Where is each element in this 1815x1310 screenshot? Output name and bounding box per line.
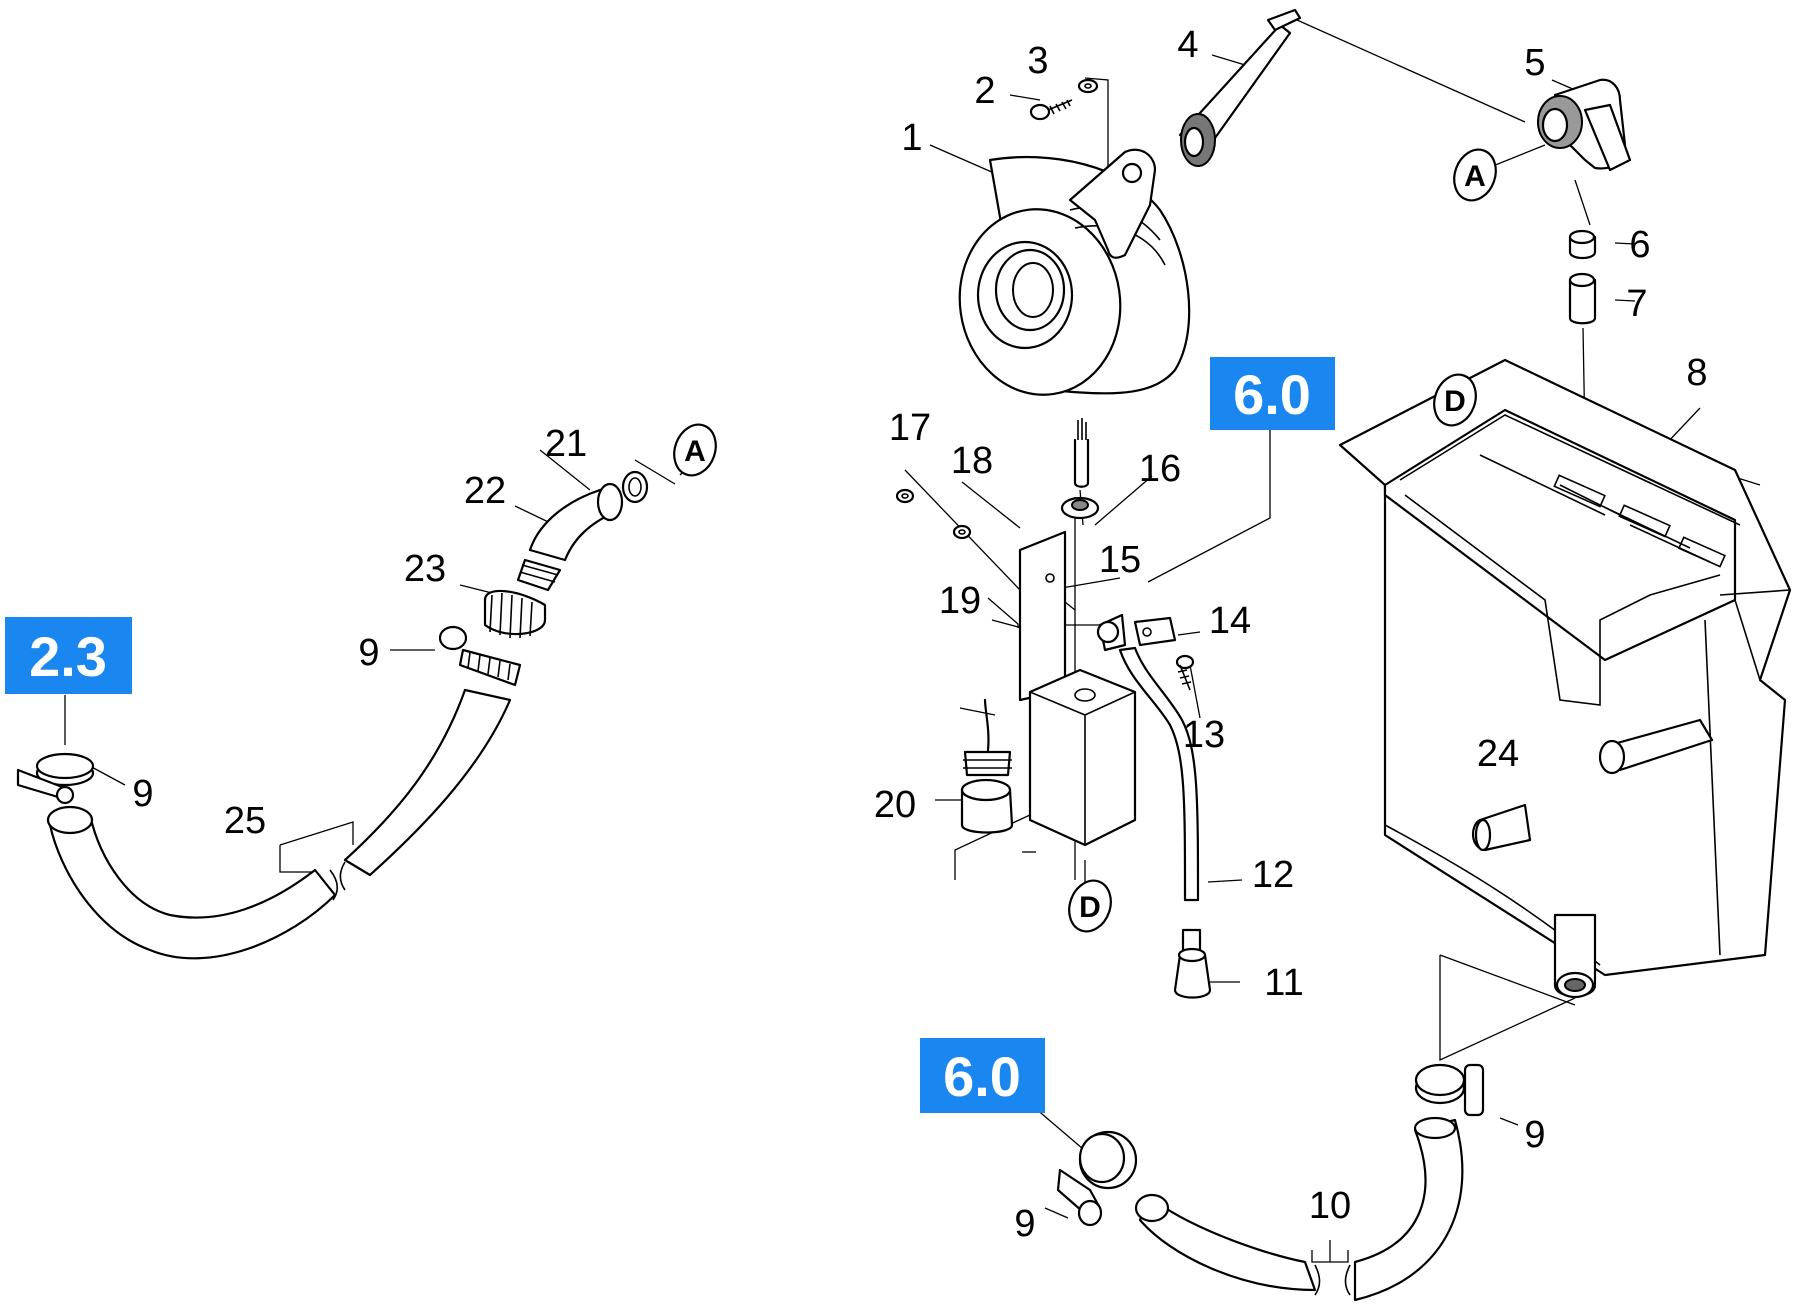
- clamp-part-9-mid: [438, 625, 522, 687]
- lever-part-4: [1178, 8, 1302, 167]
- callout-3: 3: [1027, 40, 1048, 82]
- callout-17: 17: [889, 407, 931, 449]
- clamp-part-9-left-hose: [16, 752, 95, 805]
- callout-4: 4: [1177, 24, 1198, 66]
- nut-part-16: [1060, 418, 1100, 520]
- clamp-part-9-left: [1056, 1130, 1138, 1227]
- clamp-part-14: [1133, 616, 1177, 647]
- screw-part-2: [1029, 99, 1073, 121]
- callout-23: 23: [404, 548, 446, 590]
- reference-6-0-lower-text: 6.0: [943, 1045, 1021, 1108]
- marker-d-tank: D: [1433, 373, 1477, 427]
- washer-part-3: [1077, 78, 1099, 94]
- nut-part-17: [895, 488, 915, 504]
- float-block-part-19: [1028, 668, 1137, 847]
- elbow-part-22: [516, 482, 624, 592]
- reference-box-2-3[interactable]: 2.3: [5, 617, 132, 694]
- callout-1: 1: [901, 117, 922, 159]
- callout-9-lower-left: 9: [1014, 1203, 1035, 1245]
- washer-part-18: [952, 524, 972, 540]
- callout-6: 6: [1629, 224, 1650, 266]
- callout-19: 19: [939, 580, 981, 622]
- callout-12: 12: [1252, 854, 1294, 896]
- callout-8: 8: [1686, 352, 1707, 394]
- callout-24: 24: [1477, 733, 1519, 775]
- marker-a-left-text: A: [684, 435, 706, 468]
- screw-part-13: [1175, 654, 1195, 691]
- clamp-part-9-right: [1414, 1063, 1485, 1117]
- callout-20: 20: [874, 784, 916, 826]
- clip-part-15: [1096, 613, 1127, 652]
- callout-25: 25: [224, 800, 266, 842]
- marker-a-right-text: A: [1464, 160, 1486, 193]
- marker-a-right: A: [1453, 148, 1497, 202]
- callout-9-left: 9: [132, 773, 153, 815]
- callout-5: 5: [1524, 42, 1545, 84]
- reference-6-0-upper-text: 6.0: [1233, 363, 1311, 426]
- o-ring-part-21: [621, 470, 649, 504]
- reference-box-6-0-upper[interactable]: 6.0: [1210, 357, 1335, 430]
- sensor-part-20: [960, 698, 1014, 834]
- hose-part-25: [46, 688, 512, 960]
- callout-2: 2: [974, 70, 995, 112]
- cap-part-6: [1568, 229, 1597, 260]
- callout-21: 21: [545, 423, 587, 465]
- callout-10: 10: [1309, 1185, 1351, 1227]
- callout-labels: 1 2 3 4 5 6 7 8 9 9 9 9 10 11 12 13 14 1…: [132, 24, 1707, 1245]
- callout-7: 7: [1626, 283, 1647, 325]
- callout-13: 13: [1183, 714, 1225, 756]
- callout-9-mid: 9: [358, 632, 379, 674]
- sleeve-part-7: [1568, 272, 1597, 325]
- callout-9-lower-right: 9: [1524, 1114, 1545, 1156]
- hose-part-12: [1118, 646, 1200, 902]
- sensor-part-11: [1173, 928, 1212, 999]
- callout-22: 22: [464, 470, 506, 512]
- bracket-part-19: [1018, 530, 1067, 702]
- callout-14: 14: [1209, 600, 1251, 642]
- marker-d-sensor-text: D: [1079, 891, 1101, 924]
- callout-15: 15: [1099, 539, 1141, 581]
- nut-part-23: [483, 589, 547, 639]
- wheel-part-1: [958, 148, 1191, 396]
- marker-d-tank-text: D: [1444, 385, 1466, 418]
- reference-box-6-0-lower[interactable]: 6.0: [920, 1038, 1045, 1113]
- elbow-valve-part-5: [1537, 78, 1632, 172]
- callout-18: 18: [951, 440, 993, 482]
- tank-part-8: [1338, 358, 1792, 999]
- reference-2-3-text: 2.3: [29, 625, 107, 688]
- plug-part-24: [1472, 718, 1714, 852]
- callout-16: 16: [1139, 448, 1181, 490]
- hose-part-10: [1134, 1116, 1464, 1302]
- marker-a-left: A: [673, 423, 717, 477]
- marker-d-sensor: D: [1068, 879, 1112, 933]
- callout-11: 11: [1264, 962, 1303, 1004]
